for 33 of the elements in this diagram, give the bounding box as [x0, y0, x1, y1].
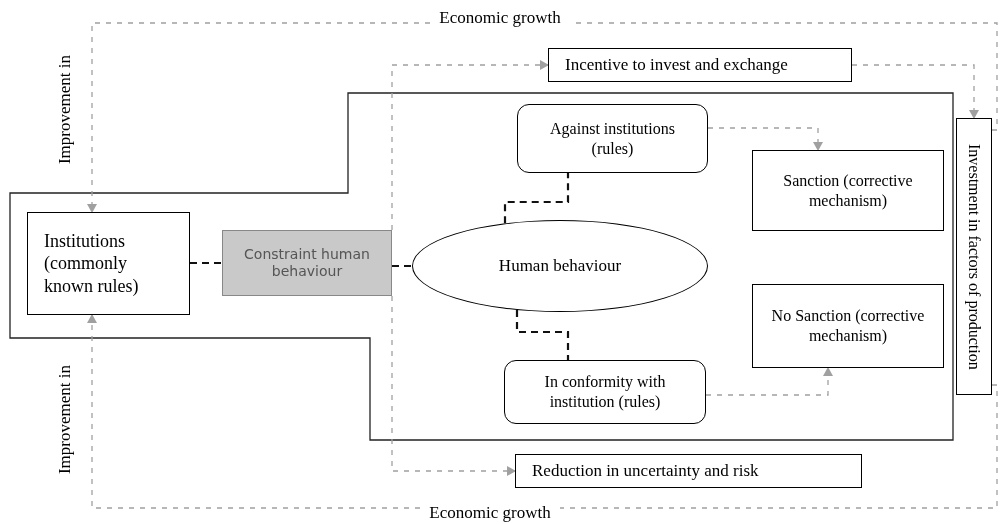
heading-text: Economic growth [439, 7, 561, 29]
node-text: Human behaviour [498, 255, 622, 277]
arrow [87, 314, 421, 509]
arrow [391, 60, 549, 231]
node-text: Sanction (corrective mechanism) [782, 170, 914, 211]
arrow [391, 295, 516, 476]
process-box [956, 118, 992, 395]
process-box [515, 454, 862, 488]
arrow [705, 367, 833, 396]
process-box [548, 48, 852, 82]
node-text: Institutions (commonly known rules) [44, 229, 140, 298]
node-text: In conformity with institution (rules) [543, 372, 667, 412]
rounded-box [517, 104, 708, 173]
shaded-box [222, 230, 392, 296]
process-box [27, 212, 190, 315]
node-text: Constraint human behaviour [243, 245, 371, 281]
arrow [87, 22, 431, 213]
arrow [851, 64, 979, 119]
process-box [752, 150, 944, 231]
connector-line [392, 264, 412, 268]
node-text: Against institutions (rules) [549, 118, 676, 159]
connector-line [515, 310, 570, 360]
rounded-box [504, 360, 706, 424]
node-text: No Sanction (corrective mechanism) [770, 306, 926, 346]
connector-line [559, 384, 998, 509]
node-text: Investment in factors of production [964, 143, 984, 370]
process-box [752, 284, 944, 368]
connector-line [503, 173, 570, 224]
connector-line [190, 261, 222, 265]
arrow [707, 127, 823, 151]
node-text: Incentive to invest and exchange [565, 54, 788, 76]
heading-text: Economic growth [429, 502, 551, 524]
node-text: Reduction in uncertainty and risk [532, 460, 759, 482]
